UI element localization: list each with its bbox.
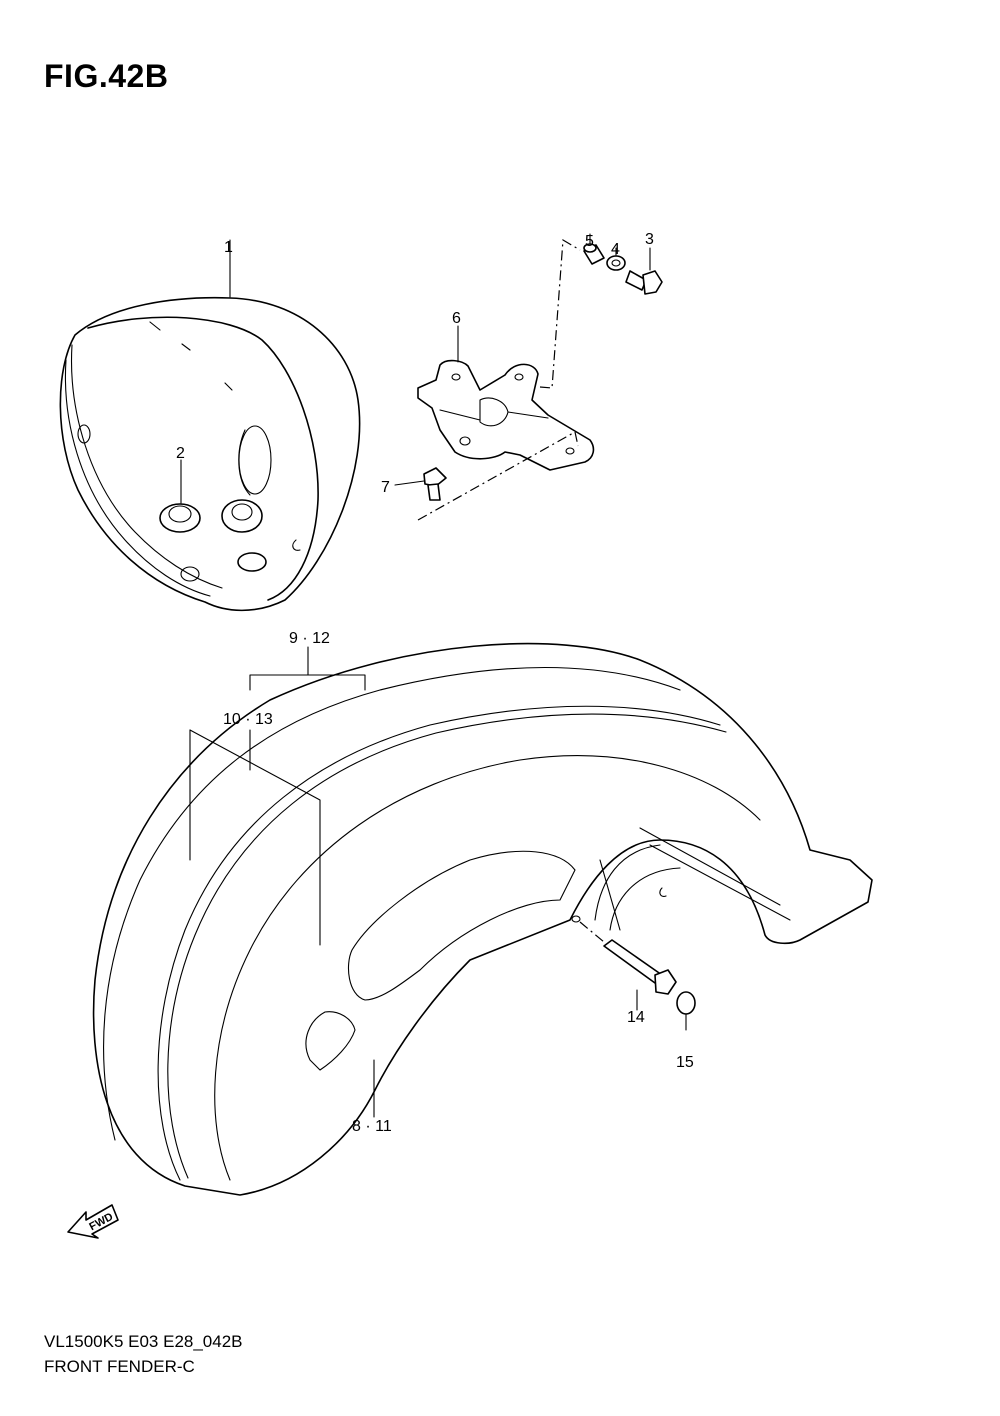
callout-14: 14 (627, 1009, 645, 1026)
callout-bracket (189, 646, 366, 946)
callout-9-12: 9 · 12 (289, 630, 330, 647)
callout-15: 15 (676, 1054, 694, 1071)
spacer-5 (583, 233, 605, 265)
callout-3: 3 (645, 231, 654, 248)
callout-10-13: 10 · 13 (223, 711, 273, 728)
callout-4: 4 (611, 241, 620, 258)
bolt-3 (625, 247, 663, 295)
fender-bolt-14 (579, 921, 677, 1011)
figure-title: FIG.42B (44, 58, 169, 94)
callout-7: 7 (381, 479, 390, 496)
callout-labels: 1 2 3 4 5 6 7 9 · 12 10 · 13 8 · 11 14 1… (176, 231, 694, 1135)
callout-8-11: 8 · 11 (352, 1118, 392, 1135)
washer-15 (676, 991, 696, 1031)
fwd-arrow-icon: FWD (67, 1204, 119, 1239)
callout-1: 1 (224, 239, 233, 256)
figure-code: VL1500K5 E03 E28_042B (44, 1332, 243, 1351)
headlight-housing (59, 239, 361, 612)
screw-7 (394, 467, 447, 501)
front-fender (92, 642, 873, 1196)
callout-2: 2 (176, 445, 185, 462)
callout-5: 5 (585, 233, 594, 250)
assembly-guides (417, 238, 581, 521)
headlight-bracket (417, 325, 595, 471)
washer-4 (606, 247, 626, 271)
callout-6: 6 (452, 310, 461, 327)
grommet-2 (159, 503, 201, 533)
figure-name: FRONT FENDER-C (44, 1357, 195, 1376)
